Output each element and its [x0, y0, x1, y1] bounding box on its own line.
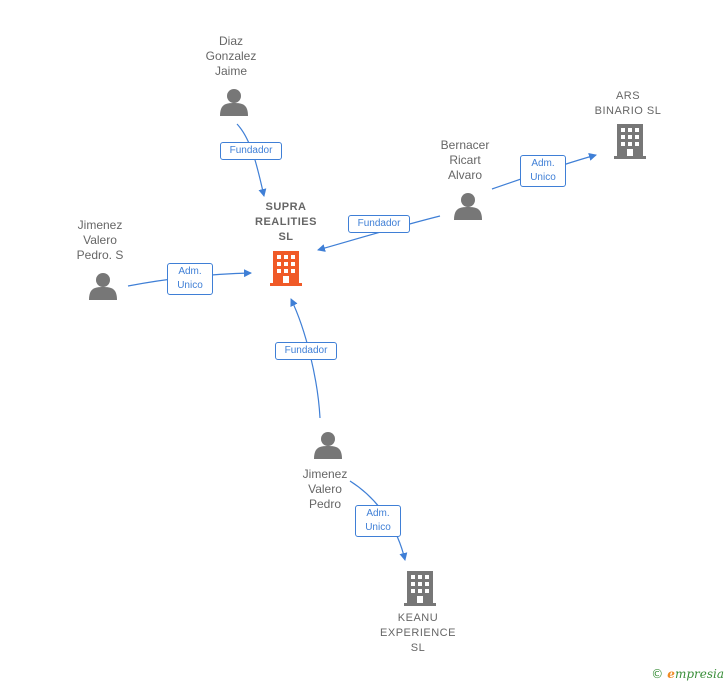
node-label-bernacer[interactable]: Bernacer Ricart Alvaro: [440, 138, 490, 182]
person-icon[interactable]: [220, 89, 248, 116]
person-icon[interactable]: [89, 273, 117, 300]
edge-label-diaz-supra: Fundador: [220, 142, 282, 160]
node-label-diaz[interactable]: Diaz Gonzalez Jaime: [205, 34, 257, 78]
edge-label-jimenez-s-supra: Adm. Unico: [167, 263, 213, 295]
main-company-building-icon[interactable]: [270, 251, 302, 286]
brand-e-logo: e: [667, 667, 675, 681]
node-label-keanu-experience[interactable]: KEANU EXPERIENCE SL: [380, 612, 456, 654]
node-label-jimenez-s[interactable]: Jimenez Valero Pedro. S: [76, 218, 124, 262]
node-label-supra-realities[interactable]: SUPRA REALITIES SL: [255, 201, 317, 243]
node-label-jimenez[interactable]: Jimenez Valero Pedro: [302, 467, 348, 511]
building-icon[interactable]: [614, 124, 646, 159]
edge-label-bernacer-ars: Adm. Unico: [520, 155, 566, 187]
edge-label-bernacer-supra: Fundador: [348, 215, 410, 233]
edge-label-jimenez-keanu: Adm. Unico: [355, 505, 401, 537]
person-icon[interactable]: [454, 193, 482, 220]
edge-diaz-supra: [236, 123, 267, 197]
node-label-ars-binario[interactable]: ARS BINARIO SL: [594, 90, 662, 117]
person-icon[interactable]: [314, 432, 342, 459]
copyright-symbol: ©: [651, 667, 664, 681]
footer-brand: ©empresia: [651, 667, 724, 681]
brand-name: mpresia: [674, 667, 724, 681]
edge-label-jimenez-supra: Fundador: [275, 342, 337, 360]
building-icon[interactable]: [404, 571, 436, 606]
